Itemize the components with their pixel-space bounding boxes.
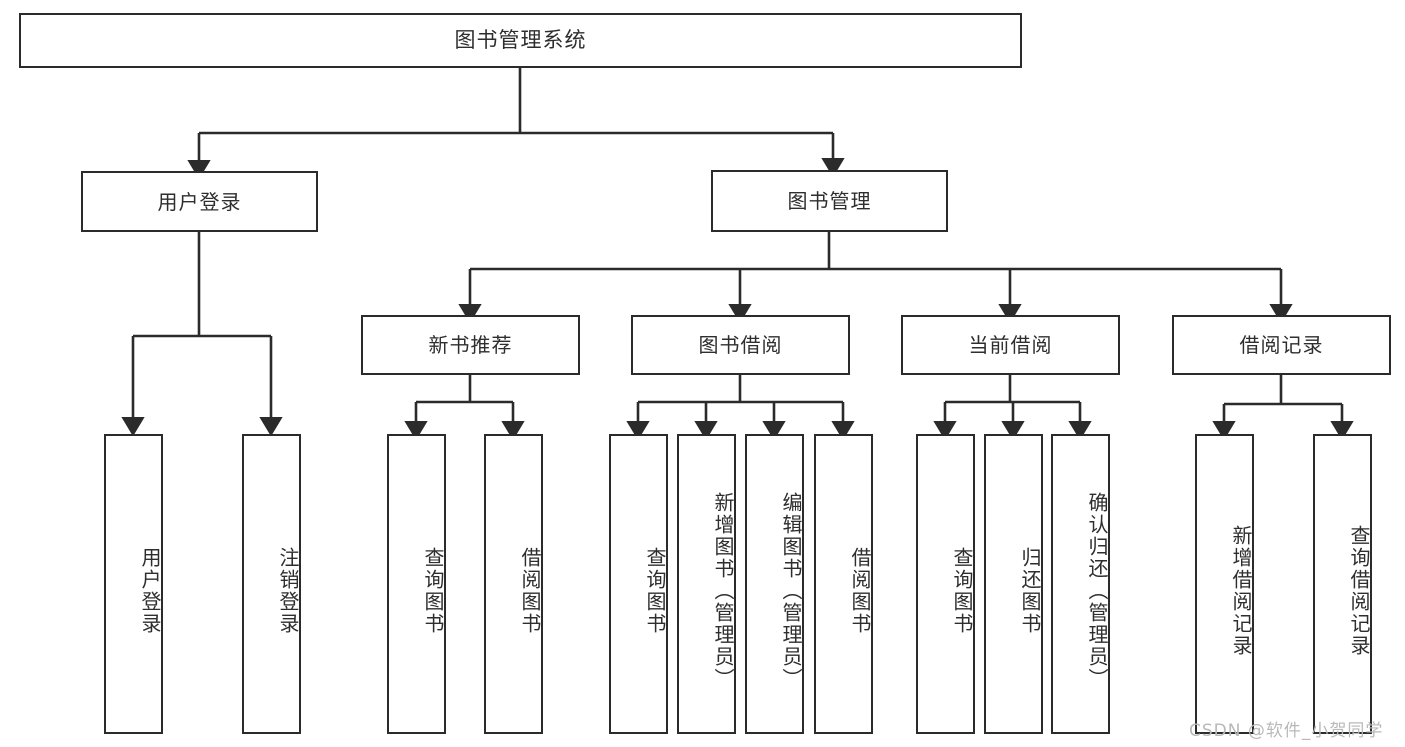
node-current-borrow[interactable]: 当前借阅 — [901, 315, 1120, 375]
node-book-borrow[interactable]: 图书借阅 — [631, 315, 850, 375]
leaf-user-login[interactable]: 用户登录 — [104, 434, 163, 734]
leaf-query-book-current[interactable]: 查询图书 — [916, 434, 975, 734]
leaf-user-logout[interactable]: 注销登录 — [242, 434, 301, 734]
leaf-query-borrow-record[interactable]: 查询借阅记录 — [1313, 434, 1372, 734]
leaf-query-book-recommend[interactable]: 查询图书 — [387, 434, 446, 734]
leaf-borrow-book-recommend[interactable]: 借阅图书 — [484, 434, 543, 734]
leaf-query-book-borrow[interactable]: 查询图书 — [609, 434, 668, 734]
node-root-book-management-system[interactable]: 图书管理系统 — [19, 13, 1022, 68]
leaf-confirm-return-admin[interactable]: 确认归还（管理员） — [1051, 434, 1110, 734]
leaf-add-borrow-record[interactable]: 新增借阅记录 — [1195, 434, 1254, 734]
node-book-management[interactable]: 图书管理 — [711, 170, 948, 232]
csdn-watermark: CSDN @软件_小贺同学 — [1189, 721, 1384, 741]
leaf-edit-book-admin[interactable]: 编辑图书（管理员） — [745, 434, 804, 734]
leaf-add-book-admin[interactable]: 新增图书（管理员） — [677, 434, 736, 734]
node-new-book-recommend[interactable]: 新书推荐 — [361, 315, 580, 375]
node-borrow-record[interactable]: 借阅记录 — [1172, 315, 1391, 375]
leaf-borrow-book[interactable]: 借阅图书 — [814, 434, 873, 734]
node-user-login[interactable]: 用户登录 — [81, 171, 318, 232]
leaf-return-book[interactable]: 归还图书 — [984, 434, 1043, 734]
